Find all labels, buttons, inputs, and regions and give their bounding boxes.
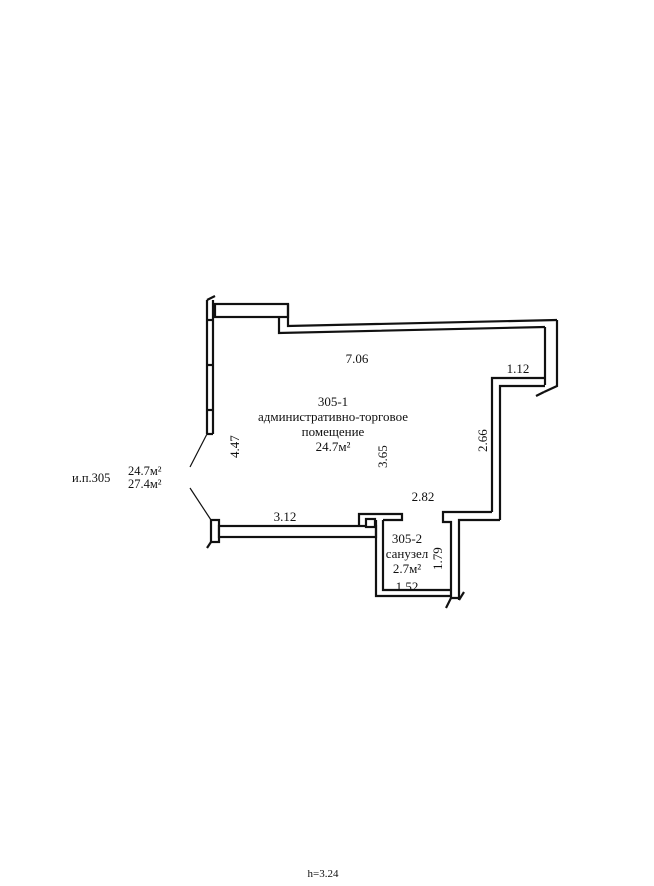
dimension-bath-height: 1.79 (430, 547, 445, 570)
room-305-1-id: 305-1 (317, 394, 349, 409)
wall-top-left-block (213, 302, 290, 319)
room-305-2-id: 305-2 (391, 531, 423, 546)
dimension-bottom-left-wall: 3.12 (273, 509, 297, 524)
room-305-2: 305-2 санузел 2.7м² (386, 531, 429, 576)
wall-right-step (490, 376, 545, 520)
unit-area-1: 24.7м² (128, 464, 162, 478)
ceiling-height: h=3.24 (307, 868, 339, 880)
room-305-1-area: 24.7м² (315, 439, 351, 454)
room-305-2-name: санузел (385, 546, 429, 561)
room-305-1-name-2: помещение (301, 424, 365, 439)
unit-label: и.п.305 (72, 471, 111, 485)
wall-top (277, 304, 558, 335)
dimension-bath-width: 1.52 (395, 579, 419, 594)
room-305-2-area: 2.7м² (392, 561, 422, 576)
wall-bathroom (357, 512, 451, 598)
dimension-top-wall: 7.06 (345, 351, 369, 366)
unit-area-2: 27.4м² (128, 477, 162, 491)
wall-left-window (205, 295, 216, 436)
wall-lower-right (441, 510, 500, 609)
dimension-right-step: 1.12 (506, 361, 530, 376)
wall-angled-entrance (189, 433, 212, 521)
dimension-center-height: 3.65 (375, 445, 390, 468)
dimension-bottom-middle: 2.82 (411, 489, 435, 504)
dimension-right-lower-wall: 2.66 (475, 429, 490, 452)
room-305-1: 305-1 административно-торговое помещение… (258, 394, 408, 454)
wall-bottom-left (206, 518, 378, 549)
dimension-left-wall: 4.47 (227, 435, 242, 458)
room-305-1-name: административно-торговое (257, 409, 409, 424)
wall-right-upper (535, 320, 559, 397)
